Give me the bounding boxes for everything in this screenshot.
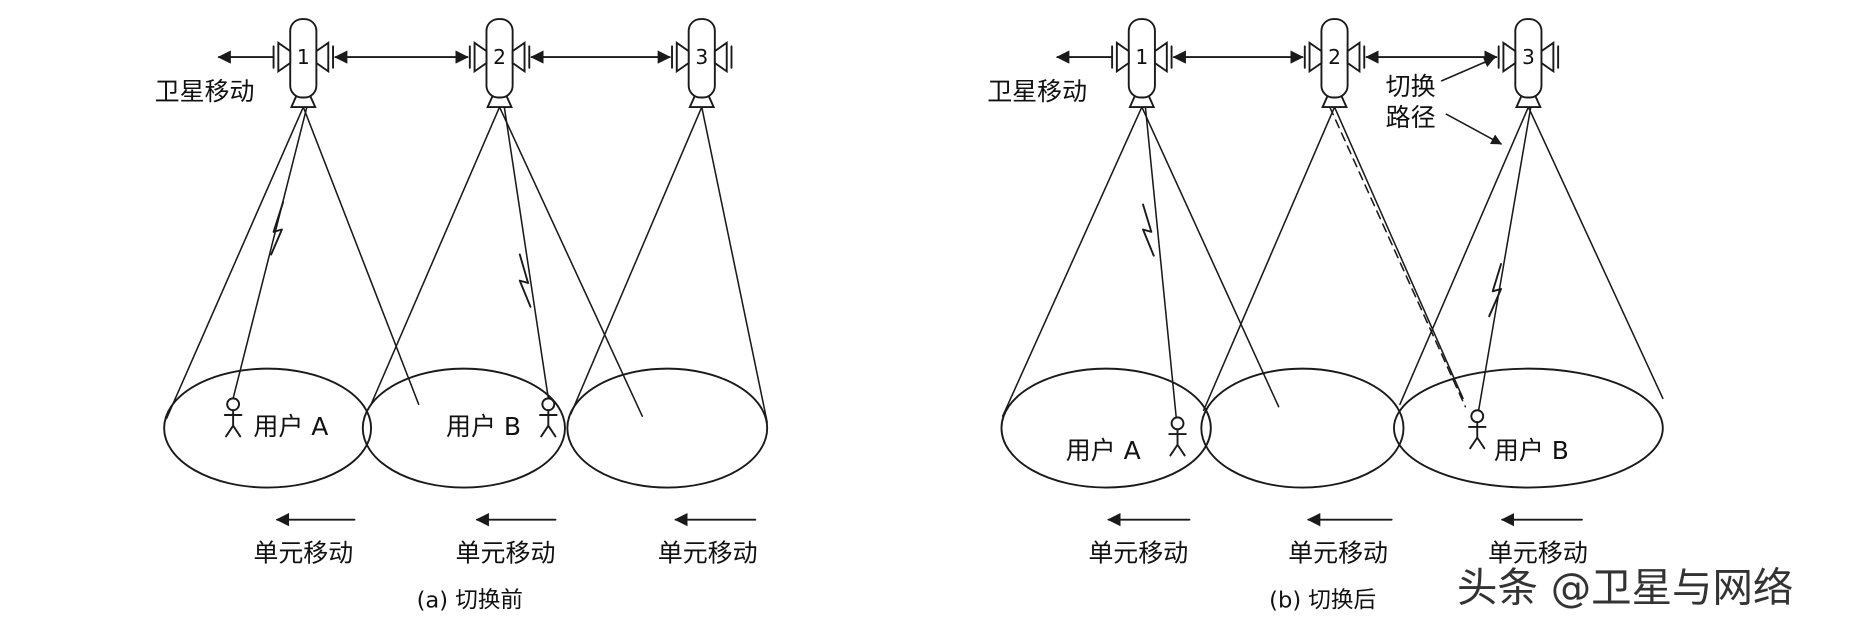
cell-footprint-2 (1200, 367, 1405, 489)
satellite-1: 1 (272, 18, 334, 108)
cell-motion-label-3: 单元移动 (658, 538, 758, 567)
beam-cone-3 (1399, 106, 1664, 406)
antenna-right (1540, 40, 1555, 74)
link-sat1-user-a (232, 106, 308, 400)
cell-footprint-2 (361, 367, 566, 489)
user-a-figure (1168, 416, 1187, 457)
satellite-number: 3 (1522, 45, 1535, 69)
panel-caption: (b) 切换后 (1269, 588, 1376, 614)
previous-link-sat2-user-b (1328, 106, 1467, 408)
person-icon-body (539, 409, 558, 438)
beam-cone-2 (370, 106, 644, 417)
panel-a: 卫星移动 1 2 3 (155, 18, 769, 614)
cell-motion-label-1: 单元移动 (1088, 538, 1188, 567)
lightning-icon (270, 201, 285, 256)
panel-caption: (a) 切换前 (417, 588, 523, 614)
cell-footprint-1 (163, 367, 373, 489)
beam-cone-3 (570, 106, 768, 423)
antenna-right (1346, 40, 1361, 74)
satellite-number: 3 (695, 45, 708, 69)
handover-path-label-line1: 切换 (1386, 72, 1436, 101)
link-sat1-user-a (1144, 106, 1178, 420)
cell-motion-label-3: 单元移动 (1488, 538, 1588, 567)
person-icon-body (1168, 428, 1187, 457)
person-icon-head (541, 397, 556, 412)
cell-footprint-3 (1393, 367, 1664, 489)
antenna-right (315, 40, 330, 74)
user-a-label: 用户 A (253, 412, 328, 441)
beam-cone-1 (165, 106, 420, 420)
antenna-left (1115, 40, 1130, 74)
cell-motion-label-2: 单元移动 (456, 538, 556, 567)
person-icon-body (1467, 421, 1487, 450)
satellite-2: 2 (468, 18, 531, 108)
cell-footprint-1 (1000, 367, 1212, 489)
person-icon-body (223, 409, 243, 438)
person-icon-head (1470, 409, 1485, 424)
antenna-left (1308, 40, 1323, 74)
satellite-number: 2 (1328, 45, 1341, 69)
satellite-3: 3 (671, 18, 733, 108)
antenna-left (473, 40, 488, 74)
user-b-label: 用户 B (1494, 436, 1569, 465)
user-b-figure (539, 397, 558, 438)
panel-b: 卫星移动 切换 路径 1 2 (987, 18, 1664, 614)
satellite-3: 3 (1497, 18, 1560, 108)
antenna-left (277, 40, 292, 74)
satellite-number: 2 (493, 45, 506, 69)
user-a-figure (223, 397, 243, 438)
lightning-icon (1142, 203, 1155, 257)
beam-cone-1 (1001, 106, 1280, 417)
satellite-number: 1 (297, 45, 310, 69)
beam-cone-2 (1202, 106, 1464, 412)
user-b-label: 用户 B (446, 412, 521, 441)
satellite-motion-label: 卫星移动 (155, 77, 255, 106)
satellite-number: 1 (1135, 45, 1148, 69)
watermark: 头条 @卫星与网络 (1457, 564, 1793, 612)
lightning-icon (518, 253, 532, 308)
person-icon-head (226, 397, 241, 412)
antenna-right (713, 40, 728, 74)
user-b-figure (1467, 409, 1487, 450)
handover-path-pointer-1 (1440, 57, 1495, 82)
antenna-left (675, 40, 690, 74)
lightning-icon (1488, 263, 1502, 318)
cell-footprint-3 (566, 367, 769, 489)
handover-path-label-line2: 路径 (1386, 103, 1436, 132)
antenna-right (1153, 40, 1168, 74)
user-a-label: 用户 A (1066, 436, 1141, 465)
cell-motion-label-2: 单元移动 (1288, 538, 1388, 567)
link-sat3-user-b (1477, 106, 1532, 413)
satellite-motion-label: 卫星移动 (987, 77, 1087, 106)
handover-path-pointer-2 (1445, 113, 1502, 145)
antenna-right (511, 40, 526, 74)
antenna-left (1502, 40, 1517, 74)
link-sat2-user-b (503, 106, 550, 400)
satellite-1: 1 (1111, 18, 1173, 108)
person-icon-head (1170, 416, 1185, 431)
satellite-2: 2 (1303, 18, 1366, 108)
cell-motion-label-1: 单元移动 (253, 538, 353, 567)
